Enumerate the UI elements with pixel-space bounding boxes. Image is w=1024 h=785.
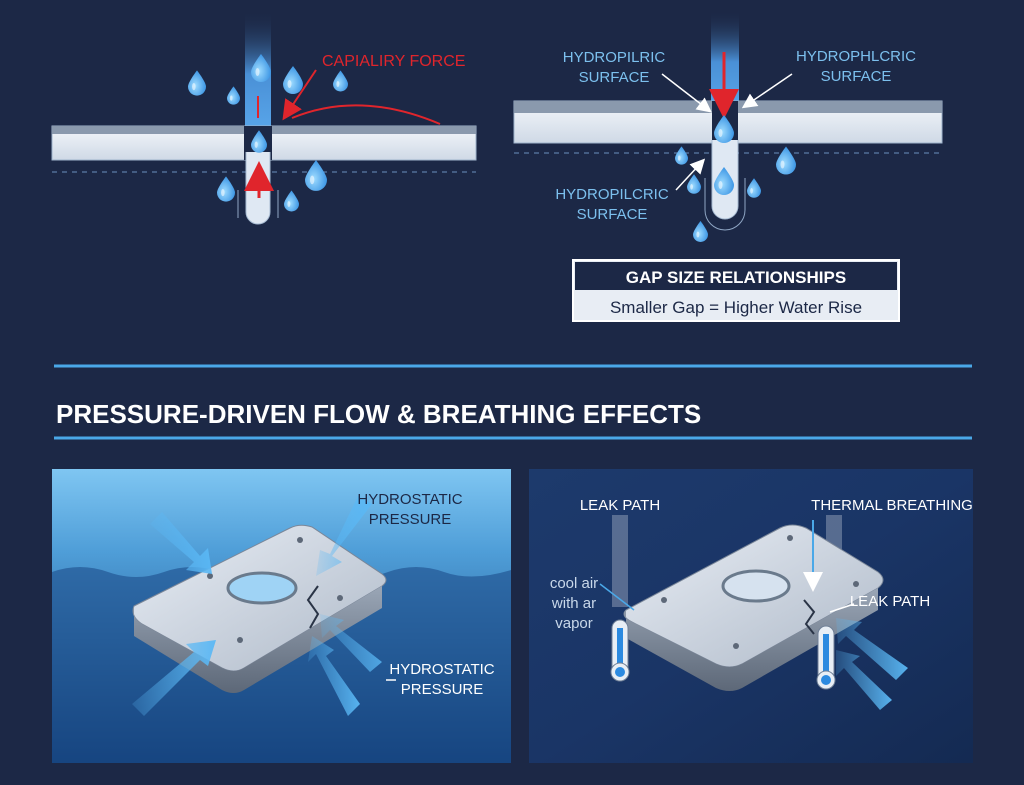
gap-box-header xyxy=(575,262,897,290)
section-title: PRESSURE-DRIVEN FLOW & BREATHING EFFECTS xyxy=(56,399,701,429)
leak-path-label: LEAK PATH xyxy=(850,593,930,610)
capillary-diagram: CAPIALIRY FORCE xyxy=(51,10,477,225)
pressure-arrow-icon xyxy=(316,496,372,576)
drop-icon xyxy=(333,70,348,92)
thermal-breathing-label: THERMAL BREATHING xyxy=(811,497,973,514)
gap-box-text: Smaller Gap = Higher Water Rise xyxy=(610,298,862,317)
right-surface-label: HYDROPHLCRIC xyxy=(796,48,916,65)
hydrostatic-top-label: PRESSURE xyxy=(369,511,452,528)
left-surface-label: SURFACE xyxy=(579,69,650,86)
thermometer-icon xyxy=(610,619,630,682)
leak-pointer xyxy=(829,603,855,613)
hydrostatic-top-label: HYDROSTATIC xyxy=(357,491,462,508)
pressure-arrow-icon xyxy=(308,636,360,716)
left-pointer xyxy=(661,73,712,113)
hydrostatic-panel: HYDROSTATIC PRESSURE HYDROSTATIC PRESSUR… xyxy=(52,469,511,763)
drop-icon xyxy=(693,221,708,242)
drop-icon xyxy=(284,190,299,212)
drop-icon xyxy=(188,70,206,96)
crack xyxy=(306,585,320,629)
air-arrow-icon xyxy=(836,650,892,710)
crack xyxy=(803,599,816,635)
pressure-arrow-icon xyxy=(150,512,212,574)
capillary-force-label: CAPIALIRY FORCE xyxy=(322,53,465,70)
drop-icon xyxy=(283,66,303,94)
thermometer-icon xyxy=(816,625,836,690)
cool-air-label: with ar xyxy=(551,595,596,612)
cool-air-label: vapor xyxy=(555,615,593,632)
cool-air-label: cool air xyxy=(550,575,598,592)
surface-diagram: HYDROPILRIC SURFACE HYDROPHLCRIC SURFACE… xyxy=(513,10,943,242)
lower-surface-label: SURFACE xyxy=(577,206,648,223)
leak-path-label: LEAK PATH xyxy=(580,497,660,514)
drop-icon xyxy=(747,178,761,198)
leak-path-beam xyxy=(612,515,628,607)
pressure-arrow-icon xyxy=(132,640,216,716)
hydrostatic-bottom-label: HYDROSTATIC xyxy=(389,661,494,678)
drop-icon xyxy=(687,174,701,194)
left-surface-label: HYDROPILRIC xyxy=(563,49,666,66)
gap-size-box: GAP SIZE RELATIONSHIPS Smaller Gap = Hig… xyxy=(572,259,900,322)
cool-air-pointer xyxy=(599,583,635,611)
lower-pointer xyxy=(675,158,706,191)
capillary-pointer xyxy=(282,69,317,121)
gap-box-title: GAP SIZE RELATIONSHIPS xyxy=(626,268,846,287)
air-arrow-icon xyxy=(836,618,908,680)
enclosure-port xyxy=(721,569,791,603)
drop-icon xyxy=(675,146,688,165)
right-pointer xyxy=(741,73,793,109)
enclosure-side xyxy=(624,588,878,691)
enclosure-port xyxy=(226,571,298,605)
drop-icon xyxy=(776,146,796,175)
drop-icon xyxy=(305,160,327,191)
hydrostatic-bottom-label: PRESSURE xyxy=(401,681,484,698)
drop-icon xyxy=(217,176,235,202)
capillary-curve xyxy=(291,104,441,125)
right-surface-label: SURFACE xyxy=(821,68,892,85)
enclosure-side xyxy=(133,586,382,693)
tube-guides xyxy=(237,190,279,218)
breathing-panel: LEAK PATH THERMAL BREATHING LEAK PATH co… xyxy=(529,469,973,763)
lower-surface-label: HYDROPILCRIC xyxy=(555,186,669,203)
pressure-arrow-icon xyxy=(320,614,382,672)
tube-guide xyxy=(704,178,746,231)
drop-icon xyxy=(227,86,240,105)
